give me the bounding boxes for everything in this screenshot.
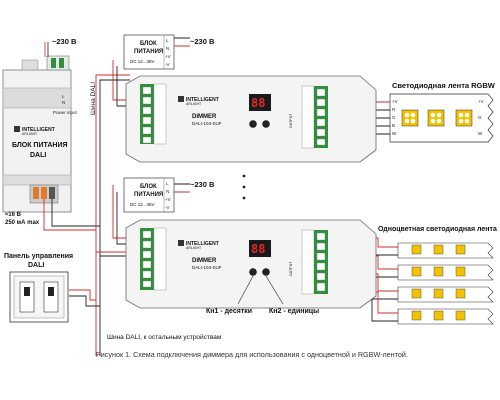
dimmer-top-button-1[interactable]	[249, 120, 257, 128]
power-supply-dali: Power input L N INTELLIGENT ARLIGHT БЛОК…	[2, 55, 78, 226]
psu-small-top-mains: ~230 В	[190, 37, 215, 46]
rgbw-pin-r: R	[392, 107, 396, 112]
mono-strip	[397, 242, 494, 259]
psu-title-line1: БЛОК ПИТАНИЯ	[12, 142, 68, 149]
dimmer-bottom-name: DIMMER	[192, 258, 217, 264]
mono-strip-label: Одноцветная светодиодная лента	[378, 226, 497, 233]
rgbw-led	[455, 109, 473, 127]
panel-label-line2: DALI	[28, 262, 44, 269]
dimmer-top-brand-sub: ARLIGHT	[186, 102, 202, 106]
psu-small-top-voltage: DC 12...36V	[130, 59, 155, 64]
dimmer-bottom-model: DALI-104-SUF	[192, 265, 222, 270]
dimmer-top-name: DIMMER	[192, 114, 217, 120]
output-terminal-block	[301, 229, 328, 295]
rgbw-led	[401, 109, 419, 127]
rgbw-pin-b: B	[392, 123, 395, 128]
psu-small-top-title1: БЛОК	[140, 41, 157, 47]
dimmer-top-display: 88	[249, 94, 271, 111]
terminal-n-label: N	[62, 100, 65, 105]
brand-name: INTELLIGENT	[22, 127, 55, 133]
psu-small-top-title2: ПИТАНИЯ	[134, 49, 163, 55]
rgbw-pin-vplus: +V	[392, 99, 398, 104]
rgbw-strip-label: Светодиодная лента RGBW	[392, 81, 496, 90]
psu-small-top-term-n: N	[166, 46, 169, 51]
input-terminal-block	[140, 227, 167, 291]
rgbw-pin-w: W	[392, 131, 397, 136]
dimmer-top-output-label: OUTPUT	[289, 113, 293, 128]
rgbw-pin-w-end: W	[478, 131, 483, 136]
psu-small-bottom-term-vminus: -V	[165, 205, 170, 210]
psu-small-top-term-l: L	[166, 38, 169, 43]
dimmer-top-model: DALI-104-SUF	[192, 121, 222, 126]
psu-small-bottom-voltage: DC 12...36V	[130, 202, 155, 207]
dali-control-panel	[9, 271, 69, 323]
mono-strip	[397, 308, 494, 325]
dali-other-label: Шина DALI, к остальным устройствам	[107, 333, 222, 341]
figure-caption: Рисунок 1. Схема подключения диммера для…	[96, 350, 408, 359]
psu-small-bottom-mains: ~230 В	[190, 180, 215, 189]
power-input-label: Power input	[53, 110, 78, 115]
psu-small-bottom-term-l: L	[166, 181, 169, 186]
rgbw-strip: +V R G B W +V G W	[389, 93, 494, 143]
button2-callout: Кн2 - единицы	[269, 308, 319, 315]
dimmer-top: INTELLIGENT ARLIGHT DIMMER DALI-104-SUF …	[125, 75, 377, 163]
brand-logo: INTELLIGENT ARLIGHT	[14, 126, 55, 136]
brand-sub: ARLIGHT	[22, 132, 38, 136]
psu-title-line2: DALI	[30, 152, 46, 159]
dimmer-bottom-display-digits: 88	[251, 242, 265, 256]
psu-small-bottom-term-n: N	[166, 189, 169, 194]
dali-bus-label: Шина DALI	[90, 82, 97, 115]
psu-small-top-term-vminus: -V	[165, 62, 170, 67]
rgbw-led	[427, 109, 445, 127]
psu-small-bottom-title2: ПИТАНИЯ	[134, 192, 163, 198]
wires	[43, 37, 400, 350]
psu-small-top: БЛОК ПИТАНИЯ DC 12...36V L N +V -V ~230 …	[123, 34, 215, 70]
ellipsis-dots	[242, 174, 246, 200]
dimmer-bottom-brand: INTELLIGENT	[186, 241, 219, 247]
dimmer-bottom-button-2[interactable]	[262, 268, 270, 276]
dimmer-bottom: INTELLIGENT ARLIGHT DIMMER DALI-104-SUF …	[125, 219, 377, 309]
psu-small-bottom-title1: БЛОК	[140, 184, 157, 190]
mono-strip	[397, 264, 494, 281]
panel-switch-left[interactable]	[19, 281, 35, 313]
output-terminal-block	[301, 85, 328, 149]
dimmer-bottom-button-1[interactable]	[249, 268, 257, 276]
rgbw-pin-g-end: G	[478, 115, 482, 120]
psu-small-bottom: БЛОК ПИТАНИЯ DC 12...36V L N +V -V ~230 …	[123, 177, 215, 213]
terminal-l-label: L	[62, 94, 65, 99]
input-terminal-block	[140, 83, 167, 145]
output-current-label: 250 мА max	[5, 220, 40, 226]
dimmer-bottom-output-label: OUTPUT	[289, 261, 293, 276]
panel-switch-right[interactable]	[43, 281, 59, 313]
rgbw-pin-g: G	[392, 115, 396, 120]
dimmer-top-display-digits: 88	[251, 96, 265, 110]
psu-small-top-term-vplus: +V	[165, 54, 171, 59]
rgbw-pin-vplus-end: +V	[478, 99, 484, 104]
panel-label-line1: Панель управления	[4, 253, 73, 260]
dimmer-top-brand: INTELLIGENT	[186, 97, 219, 103]
output-voltage-label: ≈16 В	[5, 212, 22, 218]
dimmer-top-button-2[interactable]	[262, 120, 270, 128]
mono-strip	[397, 286, 494, 303]
dimmer-bottom-display: 88	[249, 240, 271, 257]
button1-callout: Кн1 - десятки	[206, 308, 252, 315]
psu-small-bottom-term-vplus: +V	[165, 197, 171, 202]
mains-label-left: ~230 В	[52, 37, 77, 46]
dimmer-bottom-brand-sub: ARLIGHT	[186, 246, 202, 250]
